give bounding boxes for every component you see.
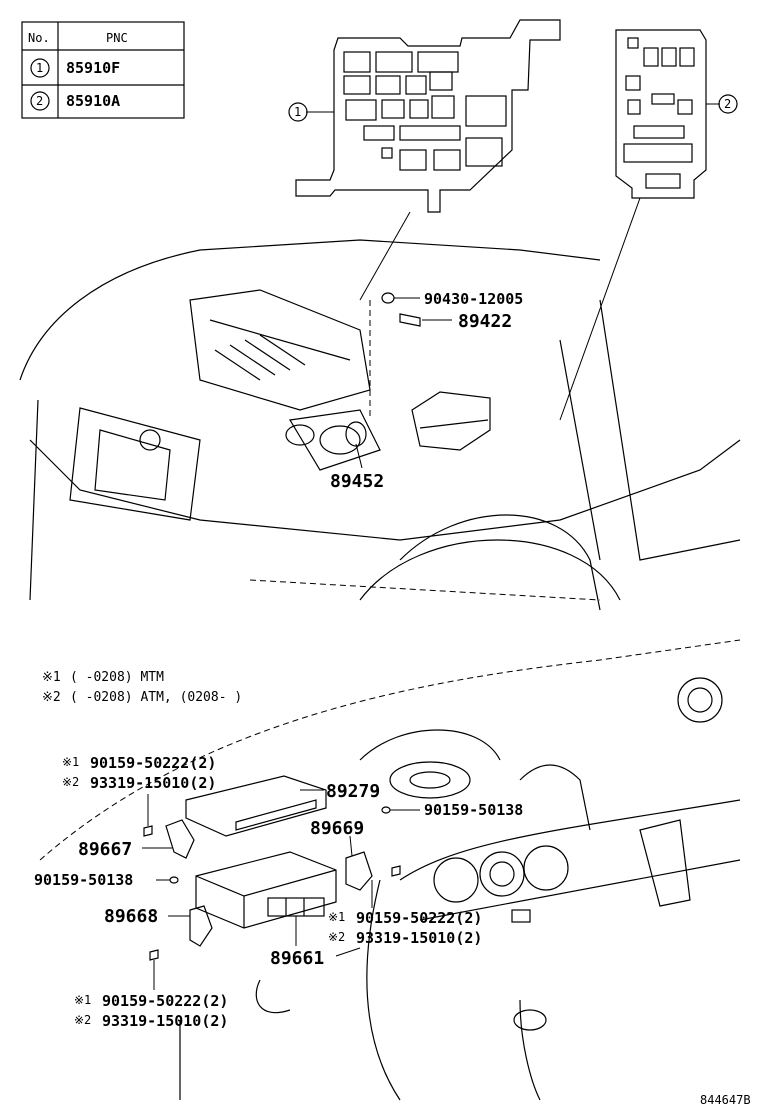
part-89669-label[interactable]: 89669 (310, 818, 364, 839)
relay-box-1-callout-text: 1 (294, 105, 301, 119)
relay-box-1-callout (288, 102, 308, 122)
note-1-mark: ※1 (42, 670, 61, 685)
part-89422-shape (399, 313, 421, 327)
table-row-1-circle (30, 58, 50, 78)
part-89452-label[interactable]: 89452 (330, 471, 384, 492)
part-89661-label[interactable]: 89661 (270, 948, 324, 969)
part-89422-label[interactable]: 89422 (458, 311, 512, 332)
table-row-1-no: 1 (36, 61, 43, 75)
top-left-part-2-label[interactable]: 93319-15010(2) (90, 774, 216, 792)
relay-box-1-drawing (295, 19, 561, 213)
relay-box-2-callout-text: 2 (724, 97, 731, 111)
bottom-left-part-2-label[interactable]: 93319-15010(2) (102, 1012, 228, 1030)
top-left-part-1-label[interactable]: 90159-50222(2) (90, 754, 216, 772)
mid-right-note-1-mark: ※1 (328, 910, 345, 924)
table-header-pnc: PNC (106, 31, 128, 45)
mid-right-part-1-label[interactable]: 90159-50222(2) (356, 909, 482, 927)
bottom-left-note-2-mark: ※2 (74, 1013, 91, 1027)
mid-right-part-2-label[interactable]: 93319-15010(2) (356, 929, 482, 947)
part-90159-50138-right-label[interactable]: 90159-50138 (424, 801, 523, 819)
table-row-2-circle (30, 91, 50, 111)
relay-box-2-callout (718, 94, 738, 114)
pnc-table: No. PNC 1 85910F 2 85910A (21, 21, 185, 119)
part-89279-label[interactable]: 89279 (326, 781, 380, 802)
table-header-no: No. (28, 31, 50, 45)
note-1-text: ( -0208) MTM (70, 670, 164, 685)
bottom-left-part-1-label[interactable]: 90159-50222(2) (102, 992, 228, 1010)
table-row-2-pnc: 85910A (66, 92, 120, 110)
part-90430-12005-shape (381, 292, 395, 304)
figure-id: 844647B (700, 1093, 751, 1107)
part-89667-label[interactable]: 89667 (78, 839, 132, 860)
part-90159-50138-left-label[interactable]: 90159-50138 (34, 871, 133, 889)
dashboard-drawing (39, 639, 741, 1101)
relay-box-2-drawing (615, 29, 707, 199)
mid-right-note-2-mark: ※2 (328, 930, 345, 944)
table-row-2-no: 2 (36, 94, 43, 108)
part-90430-12005-label[interactable]: 90430-12005 (424, 290, 523, 308)
table-row-1-pnc: 85910F (66, 59, 120, 77)
car-front-drawing (19, 239, 741, 611)
bottom-left-note-1-mark: ※1 (74, 993, 91, 1007)
note-2-mark: ※2 (42, 690, 61, 705)
top-left-note-2-mark: ※2 (62, 775, 79, 789)
note-2-text: ( -0208) ATM, (0208- ) (70, 690, 242, 705)
part-89668-label[interactable]: 89668 (104, 906, 158, 927)
top-left-note-1-mark: ※1 (62, 755, 79, 769)
